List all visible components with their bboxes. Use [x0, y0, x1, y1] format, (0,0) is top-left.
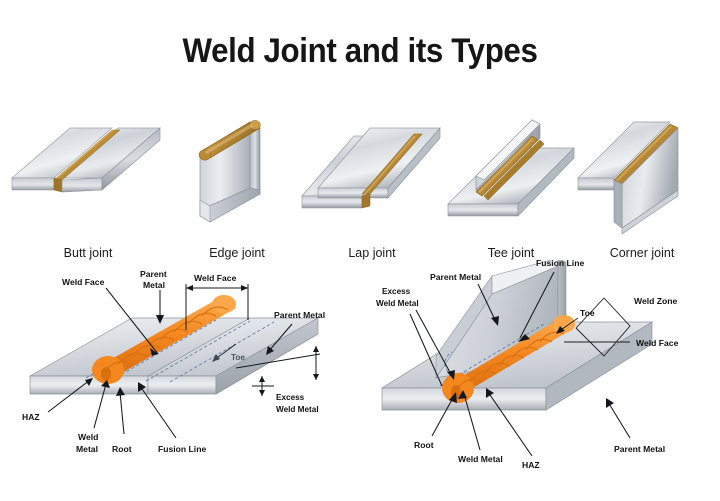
tee-weld-detail-diagram: Fusion Line Parent Metal Excess Weld Met… [368, 260, 720, 470]
label-weld-face-tee: Weld Face [636, 338, 679, 348]
weld-bead [92, 295, 236, 384]
label-parent-metal-top-tee: Parent Metal [430, 272, 481, 282]
label-weld-zone: Weld Zone [634, 296, 678, 306]
label-haz-tee: HAZ [522, 460, 540, 470]
butt-weld-detail-diagram: Weld Face Excess Weld Metal Weld Face [0, 268, 362, 468]
label-toe: Toe [231, 353, 245, 362]
label-parent-metal-right: Parent Metal [274, 310, 325, 320]
label-parent-metal-bottom-tee: Parent Metal [614, 444, 665, 454]
edge-joint-illustration [198, 120, 261, 223]
joint-label-lap-joint: Lap joint [348, 246, 396, 260]
label-parent-metal-top-1: Parent [140, 269, 167, 279]
tee-joint-illustration [447, 119, 575, 217]
joint-label-edge-joint: Edge joint [209, 246, 265, 260]
label-weld-face-dimension: Weld Face [194, 273, 237, 283]
excess-weld-metal-dimension [235, 346, 321, 396]
label-weld-metal-1: Weld [78, 432, 98, 442]
page-title: Weld Joint and its Types [182, 32, 538, 70]
joint-label-tee-joint: Tee joint [487, 246, 535, 260]
label-excess-line2-tee: Weld Metal [376, 299, 419, 308]
label-root: Root [112, 444, 132, 454]
label-weld-face-left: Weld Face [62, 277, 105, 287]
corner-joint-illustration [577, 121, 679, 235]
lap-joint-illustration [301, 127, 441, 209]
label-weld-metal-2: Metal [76, 444, 98, 454]
weld-face-dimension [185, 284, 249, 330]
joint-edge-joint: Edge joint [178, 104, 296, 264]
label-fusion-line: Fusion Line [158, 444, 206, 454]
joint-tee-joint: Tee joint [440, 104, 582, 264]
joint-corner-joint: Corner joint [572, 104, 712, 264]
label-toe-tee: Toe [580, 308, 595, 318]
joint-label-corner-joint: Corner joint [609, 246, 675, 260]
label-weld-metal-tee: Weld Metal [458, 454, 503, 464]
butt-joint-illustration [11, 127, 161, 193]
label-root-tee: Root [414, 440, 434, 450]
joint-label-butt-joint: Butt joint [63, 246, 113, 260]
joint-lap-joint: Lap joint [296, 104, 448, 264]
label-fusion-line-tee: Fusion Line [536, 260, 584, 268]
label-excess-line1-tee: Excess [382, 287, 411, 296]
joint-gallery: Butt joint [0, 104, 720, 264]
label-excess-line1: Excess [276, 393, 305, 402]
fillet-weld-bead [442, 315, 575, 403]
label-haz: HAZ [22, 412, 40, 422]
label-excess-line2: Weld Metal [276, 405, 319, 414]
label-parent-metal-top-2: Metal [143, 280, 165, 290]
joint-butt-joint: Butt joint [8, 104, 168, 264]
